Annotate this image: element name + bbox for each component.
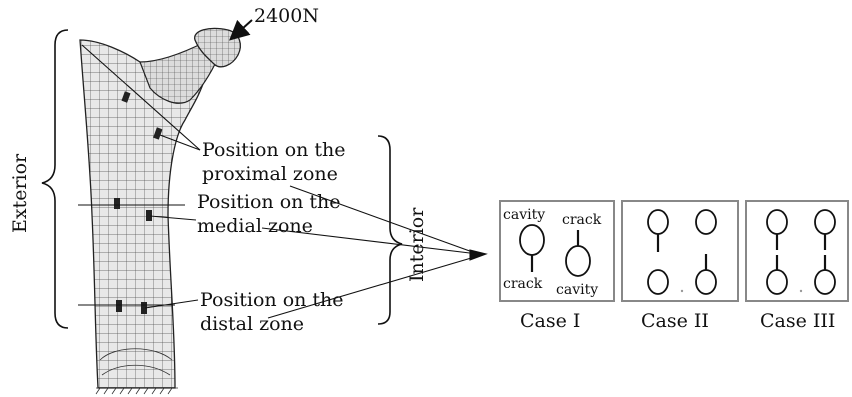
case-1-label-bottom-left: crack (503, 276, 543, 292)
defect-marks (114, 91, 163, 314)
case-2-br-cavity (695, 269, 717, 295)
case-1: cavity crack crack cavity Case I (499, 200, 615, 332)
arrow-from-medial (261, 227, 479, 255)
interior-label: Interior (406, 207, 428, 282)
medial-leader (149, 215, 197, 221)
load-arrow-group: 2400N (229, 5, 319, 41)
arrow-tip (469, 249, 488, 261)
case-1-label-bottom-right: cavity (556, 282, 598, 298)
distal-label-line2: distal zone (200, 313, 304, 335)
case-2: Case II (621, 200, 739, 332)
case-3-title: Case III (760, 310, 835, 332)
distal-leader (144, 299, 199, 309)
case-2-tr-cavity (695, 209, 717, 235)
converging-arrows (261, 185, 488, 319)
proximal-label-line1: Position on the (202, 139, 346, 161)
medial-label-line1: Position on the (197, 191, 341, 213)
arrow-from-proximal (289, 185, 479, 255)
case-1-label-top-left: cavity (503, 207, 545, 223)
case-3-bl-cavity (766, 269, 788, 295)
load-arrow (229, 19, 253, 41)
case-3-box (745, 200, 849, 302)
case-3-br-cavity (814, 269, 836, 295)
interior-brace (377, 135, 403, 325)
femur-condyle-lines (99, 348, 173, 376)
section-lines (78, 44, 201, 306)
case-3-center-dot (799, 289, 803, 293)
defect-medial-1 (114, 198, 120, 209)
case-1-right-cavity (565, 245, 591, 277)
exterior-brace-group: Exterior (9, 29, 69, 329)
case-1-label-top-right: crack (562, 212, 602, 228)
medial-label-line2: medial zone (197, 215, 313, 237)
defect-proximal-2 (153, 127, 163, 140)
defect-distal-2 (141, 302, 147, 314)
case-2-bl-cavity (647, 269, 669, 295)
position-labels: Position on the proximal zone Position o… (144, 134, 346, 335)
case-2-title: Case II (641, 310, 709, 332)
load-label: 2400N (254, 5, 319, 27)
case-3: Case III (745, 200, 849, 332)
proximal-section-line (81, 44, 201, 151)
case-2-box (621, 200, 739, 302)
defect-distal-1 (116, 300, 122, 312)
proximal-leader (159, 134, 201, 151)
case-1-title: Case I (520, 310, 580, 332)
distal-label-line1: Position on the (200, 289, 344, 311)
interior-brace-group: Interior (377, 135, 428, 325)
exterior-label: Exterior (9, 153, 31, 233)
case-2-center-dot (680, 289, 684, 293)
exterior-brace (41, 29, 69, 329)
defect-proximal-1 (121, 91, 131, 103)
defect-medial-2 (146, 210, 152, 221)
femur-neck (139, 41, 219, 104)
ground-hatch (95, 387, 178, 395)
case-1-box (499, 200, 615, 302)
femur-head (194, 27, 241, 68)
arrow-from-distal (267, 255, 479, 319)
proximal-label-line2: proximal zone (202, 163, 338, 185)
